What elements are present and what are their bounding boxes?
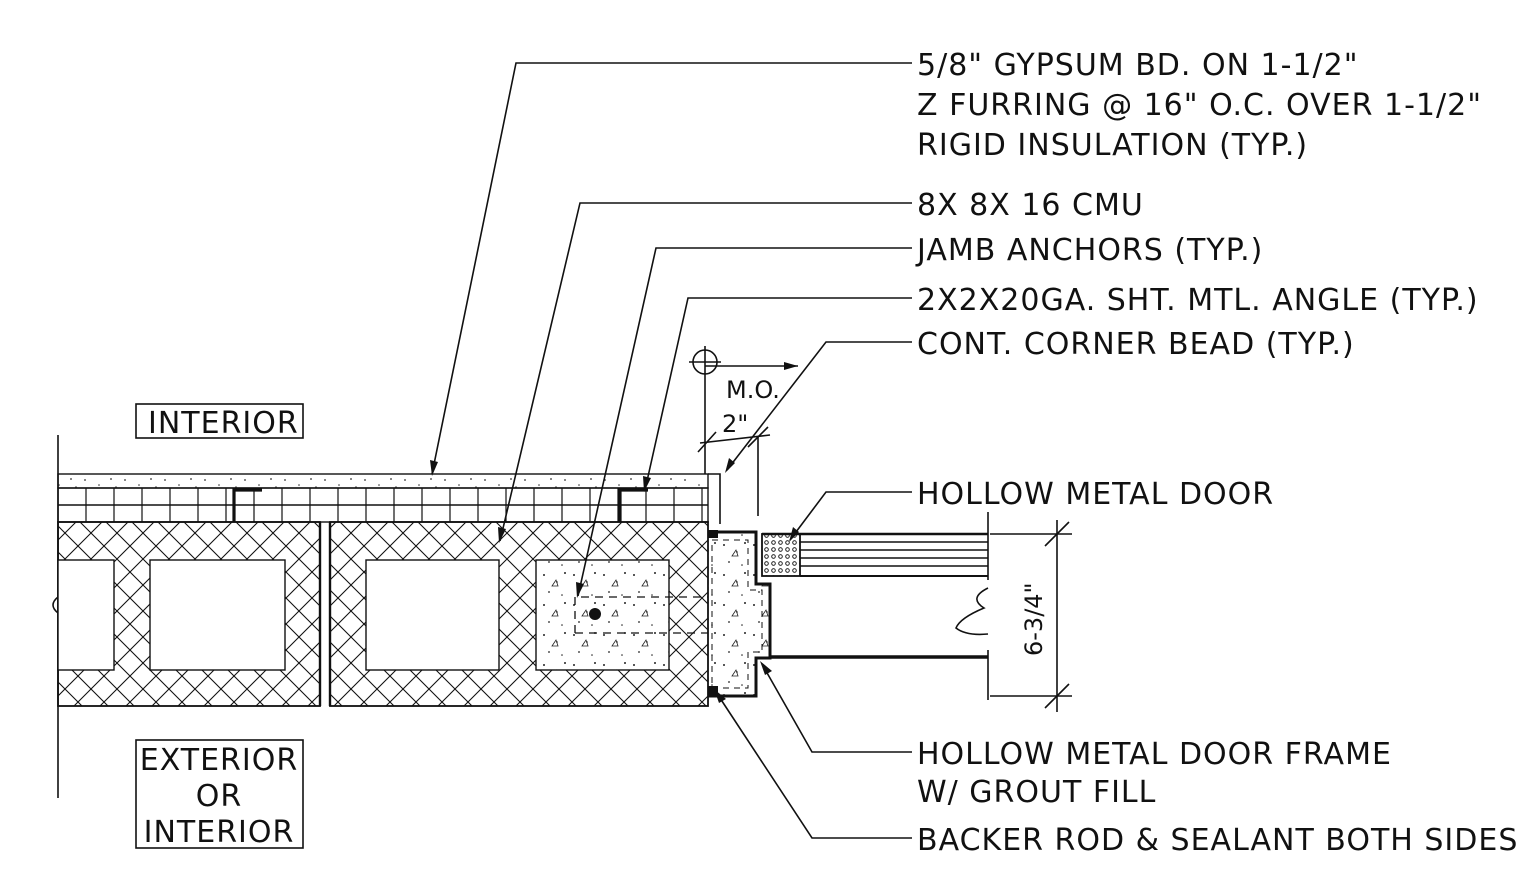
zone-exterior: EXTERIOR OR INTERIOR: [135, 739, 304, 850]
leader-door: [789, 491, 912, 542]
callout-cmu: 8X 8X 16 CMU: [917, 188, 1144, 223]
sealant-bottom: [708, 686, 718, 696]
callout-frame-line1: HOLLOW METAL DOOR FRAME: [917, 737, 1392, 772]
rigid-insulation-layer: [57, 487, 709, 523]
leader-angle: [643, 297, 912, 492]
callout-frame-line2: W/ GROUT FILL: [917, 775, 1156, 810]
door-frame: [708, 473, 772, 698]
callout-sealant: BACKER ROD & SEALANT BOTH SIDES: [917, 823, 1518, 858]
leader-corner-bead: [725, 341, 912, 473]
callout-jamb-anchors: JAMB ANCHORS (TYP.): [915, 233, 1263, 268]
wall-assembly: [52, 435, 709, 798]
callout-gypsum-line3: RIGID INSULATION (TYP.): [917, 128, 1308, 163]
svg-text:OR: OR: [196, 779, 242, 814]
callout-angle: 2X2X20GA. SHT. MTL. ANGLE (TYP.): [917, 283, 1479, 318]
svg-text:EXTERIOR: EXTERIOR: [140, 743, 298, 778]
callout-door: HOLLOW METAL DOOR: [917, 477, 1274, 512]
dimension-masonry-opening: M.O. 2": [689, 346, 798, 516]
leader-jamb-anchors: [576, 247, 912, 598]
offset-text: 2": [722, 410, 748, 438]
z-furring-right: [618, 488, 648, 522]
z-furring-left: [232, 488, 262, 522]
svg-text:INTERIOR: INTERIOR: [148, 406, 299, 441]
leader-cmu: [498, 202, 912, 543]
zone-interior: INTERIOR: [135, 403, 304, 441]
cmu-block-right: [329, 521, 709, 707]
gypsum-board-layer: [57, 473, 709, 489]
callout-corner-bead: CONT. CORNER BEAD (TYP.): [917, 327, 1355, 362]
leader-sealant: [714, 689, 912, 839]
dimension-door-depth: 6-3/4": [990, 520, 1072, 712]
callout-gypsum-line1: 5/8" GYPSUM BD. ON 1-1/2": [917, 48, 1359, 83]
door-depth-text: 6-3/4": [1020, 582, 1048, 656]
hollow-metal-door: [761, 512, 989, 700]
svg-text:INTERIOR: INTERIOR: [144, 815, 295, 850]
leader-frame: [760, 661, 912, 753]
sealant-top: [708, 530, 718, 538]
jamb-anchor: [574, 596, 708, 634]
leader-gypsum: [430, 62, 912, 476]
mo-text: M.O.: [726, 376, 780, 404]
break-line-door: [955, 587, 989, 636]
cmu-block-left: [57, 521, 321, 707]
callout-gypsum-line2: Z FURRING @ 16" O.C. OVER 1-1/2": [917, 88, 1482, 123]
